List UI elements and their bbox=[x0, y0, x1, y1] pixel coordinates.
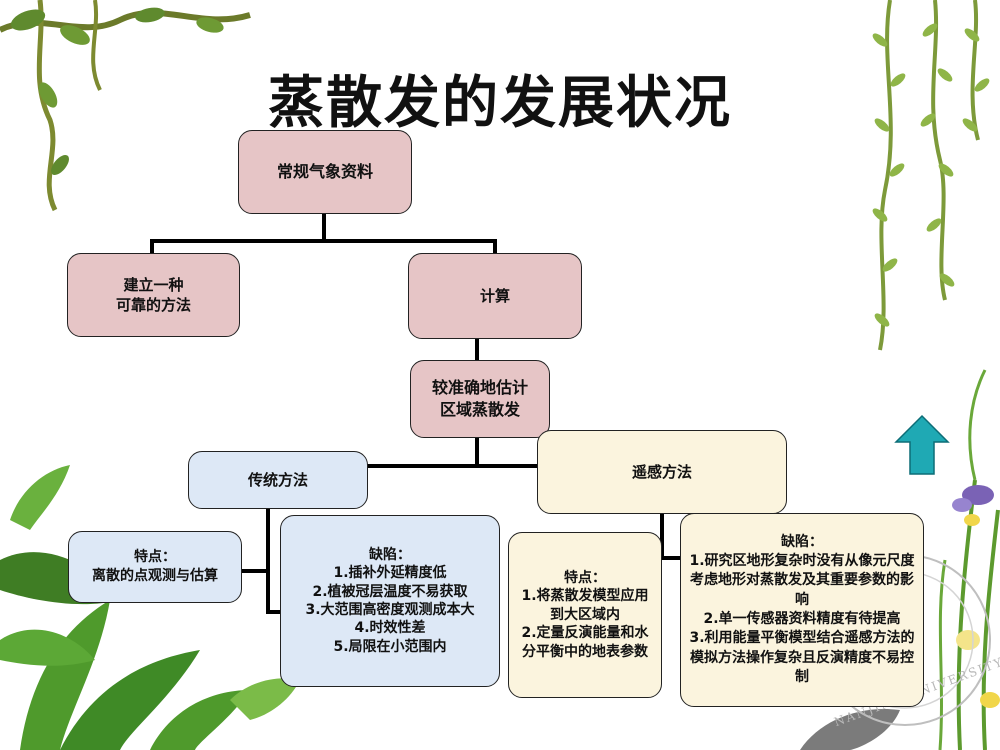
node-root-weather-data: 常规气象资料 bbox=[238, 130, 412, 214]
page-title: 蒸散发的发展状况 bbox=[268, 71, 732, 136]
connector-line bbox=[660, 556, 684, 560]
node-compute: 计算 bbox=[408, 253, 582, 339]
connector-line bbox=[660, 514, 664, 558]
connector-line bbox=[475, 436, 479, 468]
node-estimate-evapotranspiration: 较准确地估计 区域蒸散发 bbox=[410, 360, 550, 438]
node-reliable-method: 建立一种 可靠的方法 bbox=[67, 253, 240, 337]
connector-line bbox=[150, 239, 497, 243]
node-remote-sensing-defect: 缺陷： 1.研究区地形复杂时没有从像元尺度考虑地形对蒸散发及其重要参数的影响 2… bbox=[680, 513, 924, 707]
up-arrow-icon[interactable] bbox=[894, 414, 950, 476]
connector-line bbox=[150, 239, 154, 255]
node-traditional-defect: 缺陷： 1.插补外延精度低 2.植被冠层温度不易获取 3.大范围高密度观测成本大… bbox=[280, 515, 500, 687]
connector-line bbox=[322, 212, 326, 241]
connector-line bbox=[493, 239, 497, 255]
node-traditional-feature: 特点： 离散的点观测与估算 bbox=[68, 531, 242, 603]
node-remote-sensing-method: 遥感方法 bbox=[537, 430, 787, 514]
node-remote-sensing-feature: 特点： 1.将蒸散发模型应用到大区域内 2.定量反演能量和水分平衡中的地表参数 bbox=[508, 532, 662, 698]
connector-line bbox=[266, 610, 282, 614]
connector-line bbox=[365, 464, 540, 468]
connector-line bbox=[266, 506, 270, 614]
connector-line bbox=[240, 569, 268, 573]
node-traditional-method: 传统方法 bbox=[188, 451, 368, 509]
connector-line bbox=[475, 338, 479, 362]
